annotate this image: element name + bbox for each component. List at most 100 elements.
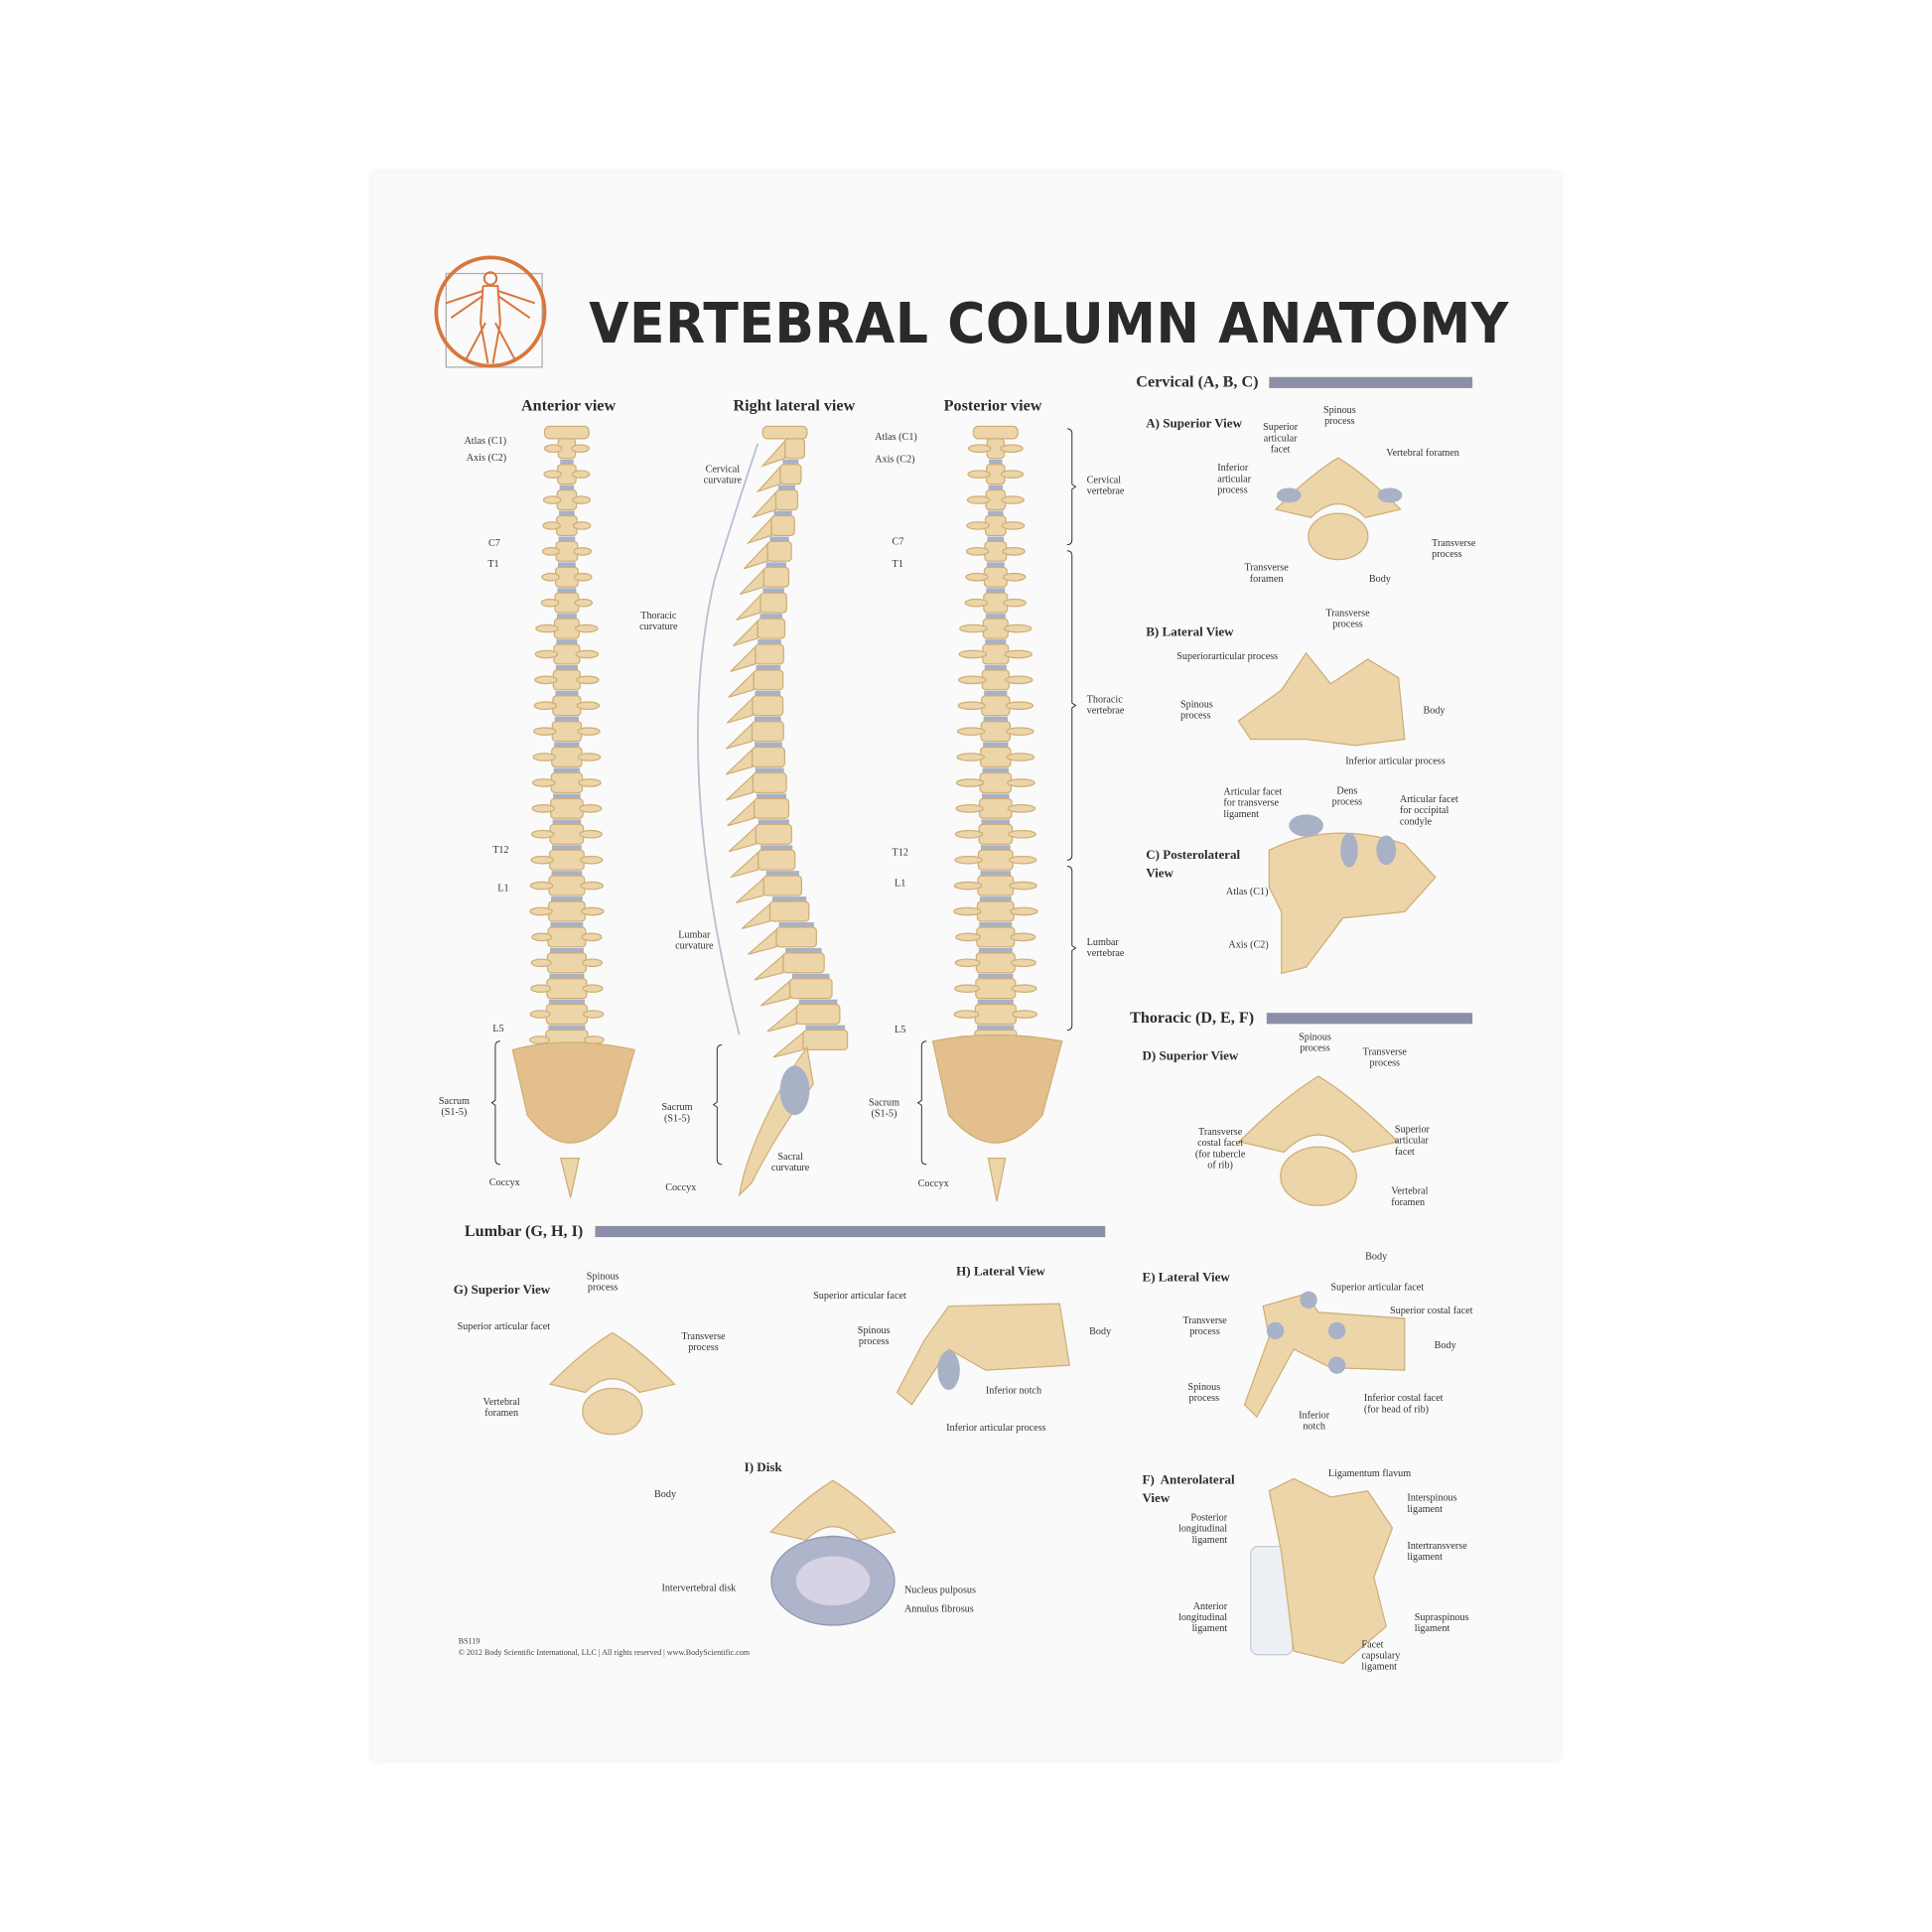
articular-facet [1289,814,1323,837]
transverse-process [543,444,563,454]
transverse-process [959,623,988,633]
transverse-process [576,701,601,711]
vertebra [978,823,1014,845]
bracket [490,1040,500,1166]
thoracic-section-bar [1266,1013,1473,1025]
label: T1 [892,558,903,570]
lumbar-g-title: G) Superior View [453,1284,551,1298]
bracket [916,1040,927,1166]
lumbar-i-title: I) Disk [744,1460,782,1475]
transverse-process [573,572,593,582]
transverse-process [532,753,557,761]
label: Transverse foramen [1244,561,1289,585]
spinous-process [730,851,759,879]
label: C7 [488,537,500,549]
transverse-process [530,855,554,865]
vertebra [782,952,825,974]
lumbar-h-title: H) Lateral View [956,1265,1045,1280]
spinous-process [739,568,764,596]
intervertebral-disk [982,793,1010,799]
label: Atlas (C1) [1225,886,1269,897]
transverse-process [534,675,558,685]
transverse-process [530,984,552,994]
transverse-process [1000,444,1024,454]
label: Axis (C2) [875,453,915,465]
intervertebral-disk [978,973,1014,979]
label: Cervical vertebrae [1086,474,1125,497]
label: Spinous process [857,1324,891,1347]
intervertebral-disk [987,510,1004,516]
cervical-section-bar [1269,376,1473,388]
intervertebral-disk [984,664,1007,670]
transverse-process [530,829,555,839]
label: Spinous process [1187,1381,1221,1404]
label: Transverse process [1362,1045,1407,1069]
intervertebral-disk [989,459,1003,465]
vertebra [753,669,784,691]
vertebra [979,771,1013,794]
intervertebral-disk [755,690,781,696]
intervertebral-disk [769,536,789,542]
transverse-process [530,958,552,968]
transverse-process [1005,675,1034,685]
label: Vertebral foramen [483,1396,520,1419]
cervical-c-title: C) Posterolateral View [1146,849,1241,881]
intervertebral-disk [557,588,577,594]
transverse-process [529,906,553,916]
label: Sacral curvature [770,1151,810,1173]
transverse-process [1011,984,1037,994]
transverse-process [572,521,592,530]
articular-facet [1376,835,1397,866]
transverse-process [531,778,556,787]
costal-facet [1266,1321,1285,1340]
transverse-process [579,855,604,865]
label: Body [654,1488,677,1500]
label: Inferior articular process [946,1422,1046,1434]
label: Superior articular facet [1394,1123,1430,1158]
transverse-process [954,984,981,994]
label: L5 [895,1024,906,1035]
label: Superior articular facet [813,1290,906,1302]
intervertebral-disk [552,819,582,825]
intervertebral-disk [552,845,582,851]
vertebra [976,900,1015,922]
intervertebral-disk [984,690,1008,696]
label: Coccyx [665,1181,697,1193]
transverse-process [956,753,985,761]
transverse-process [1002,547,1026,556]
intervertebral-disk [548,1025,586,1031]
intervertebral-disk [556,614,577,620]
vertebra [751,721,784,743]
intervertebral-disk [983,716,1008,722]
transverse-process [571,470,591,480]
vertebra [766,540,792,562]
transverse-process [535,623,559,633]
transverse-process [966,521,990,530]
vertebra [547,900,586,922]
label: C7 [892,535,904,548]
transverse-process [541,572,560,582]
thoracic-f-title: F) Anterolateral View [1142,1473,1235,1506]
transverse-process [579,829,603,839]
poster-code: BS119 [458,1637,481,1647]
spinous-process [725,748,754,775]
transverse-process [953,906,982,916]
intervertebral-disk [978,947,1013,953]
vertebra [977,849,1014,871]
label: Inferior articular process [1217,462,1252,495]
label: Anterior longitudinal ligament [1178,1600,1228,1634]
intervertebral-disk [551,871,583,877]
label: Inferior notch [985,1384,1042,1397]
transverse-process [577,727,601,737]
transverse-process [1004,649,1034,659]
transverse-process [575,649,600,659]
transverse-process [1009,906,1038,916]
label: L1 [895,877,906,889]
intervertebral-disk [555,664,578,670]
spinous-process [741,902,771,929]
spinous-process [748,928,777,955]
thoracic-d-title: D) Superior View [1142,1049,1239,1064]
cervical-b-title: B) Lateral View [1146,625,1234,640]
bracket [1066,550,1077,861]
